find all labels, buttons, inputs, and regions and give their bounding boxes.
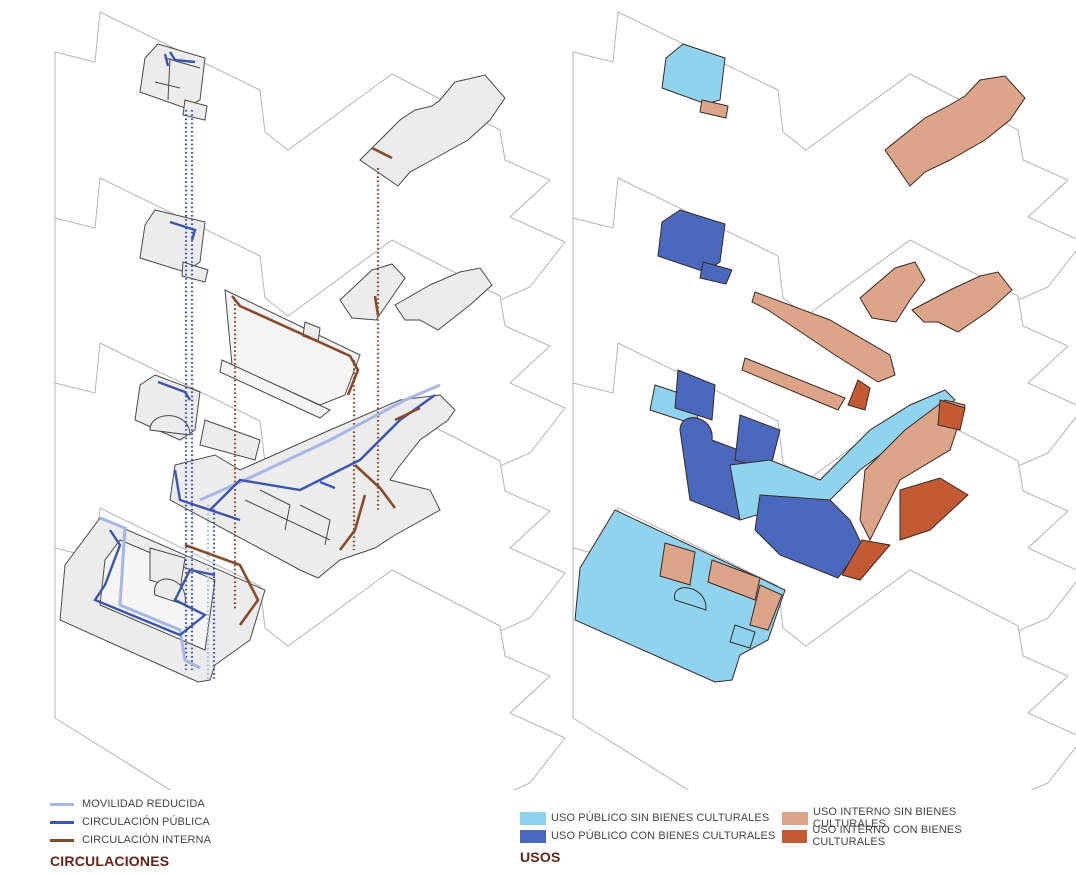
- buildings-level-4: [139, 43, 506, 187]
- swatch-uso-publico-con: [520, 829, 546, 843]
- uso-interno-con-l2-c: [937, 399, 966, 431]
- uso-publico-con-l3-b: [699, 261, 733, 285]
- legend-item-movilidad: MOVILIDAD REDUCIDA: [50, 795, 211, 813]
- uso-interno-sin-l3-c: [751, 291, 896, 383]
- uso-interno-sin-l1-c: [749, 584, 783, 631]
- legend-label: CIRCULACIÓN INTERNA: [82, 834, 212, 846]
- uso-interno-sin-l3-a: [859, 261, 926, 323]
- uso-interno-sin-l1-b: [707, 559, 761, 601]
- uso-interno-con-l3: [847, 379, 871, 411]
- circulaciones-diagram: [54, 11, 566, 790]
- legend-item-publica: CIRCULACIÓN PÚBLICA: [50, 813, 211, 831]
- uso-interno-sin-l3-b: [911, 271, 1013, 333]
- circulation-interna: [184, 146, 421, 626]
- legend-label: MOVILIDAD REDUCIDA: [82, 798, 205, 810]
- buildings-level-2: [134, 374, 456, 579]
- uso-interno-sin-l1-a: [659, 542, 696, 586]
- swatch-movilidad: [50, 802, 74, 806]
- circulation-movilidad-reducida: [99, 383, 441, 670]
- usos-diagram: [572, 11, 1076, 790]
- legend-item-interna: CIRCULACIÓN INTERNA: [50, 831, 211, 849]
- uso-interno-sin-l4-b: [884, 75, 1026, 187]
- legend-label: USO INTERNO SIN BIENES CULTURALES: [812, 806, 957, 830]
- legend-title-circulaciones: CIRCULACIONES: [50, 853, 170, 869]
- swatch-uso-publico-sin: [520, 811, 546, 825]
- circulation-publica: [93, 51, 436, 637]
- legend-label: USO PÚBLICO CON BIENES CULTURALES: [551, 830, 776, 842]
- uso-publico-sin-l1-b: [674, 587, 707, 611]
- legend-label: USO PÚBLICO SIN BIENES CULTURALES: [551, 812, 770, 824]
- swatch-uso-interno-sin: [782, 811, 808, 825]
- uso-publico-sin-l1-c: [729, 624, 756, 649]
- legend-label: USO INTERNO CON BIENES CULTURALES: [812, 824, 962, 848]
- swatch-uso-interno-con: [782, 829, 808, 843]
- legend-title-usos: USOS: [520, 849, 561, 865]
- legend-circulaciones: MOVILIDAD REDUCIDA CIRCULACIÓN PÚBLICA C…: [50, 795, 211, 869]
- legend-item-uso-interno-sin: USO INTERNO SIN BIENES CULTURALES: [782, 806, 1032, 830]
- uso-interno-sin-l4-a: [699, 99, 729, 119]
- legend-label: CIRCULACIÓN PÚBLICA: [82, 816, 210, 828]
- swatch-publica: [50, 820, 74, 824]
- uso-interno-con-l2-b: [841, 539, 891, 581]
- legend-item-uso-publico-con: USO PÚBLICO CON BIENES CULTURALES: [520, 827, 782, 845]
- legend-item-uso-publico-sin: USO PÚBLICO SIN BIENES CULTURALES: [520, 809, 782, 827]
- buildings-level-3: [139, 209, 493, 419]
- uso-publico-con-l2-a: [674, 369, 716, 421]
- legend-usos: USO PÚBLICO SIN BIENES CULTURALES USO IN…: [520, 806, 1032, 865]
- uso-interno-con-l2-a: [899, 477, 969, 541]
- legend-item-uso-interno-con: USO INTERNO CON BIENES CULTURALES: [782, 824, 1032, 848]
- uso-interno-sin-l2: [859, 399, 966, 542]
- uso-interno-sin-l3-d: [741, 357, 846, 411]
- axonometric-diagram: [54, 11, 1076, 790]
- swatch-interna: [50, 838, 74, 842]
